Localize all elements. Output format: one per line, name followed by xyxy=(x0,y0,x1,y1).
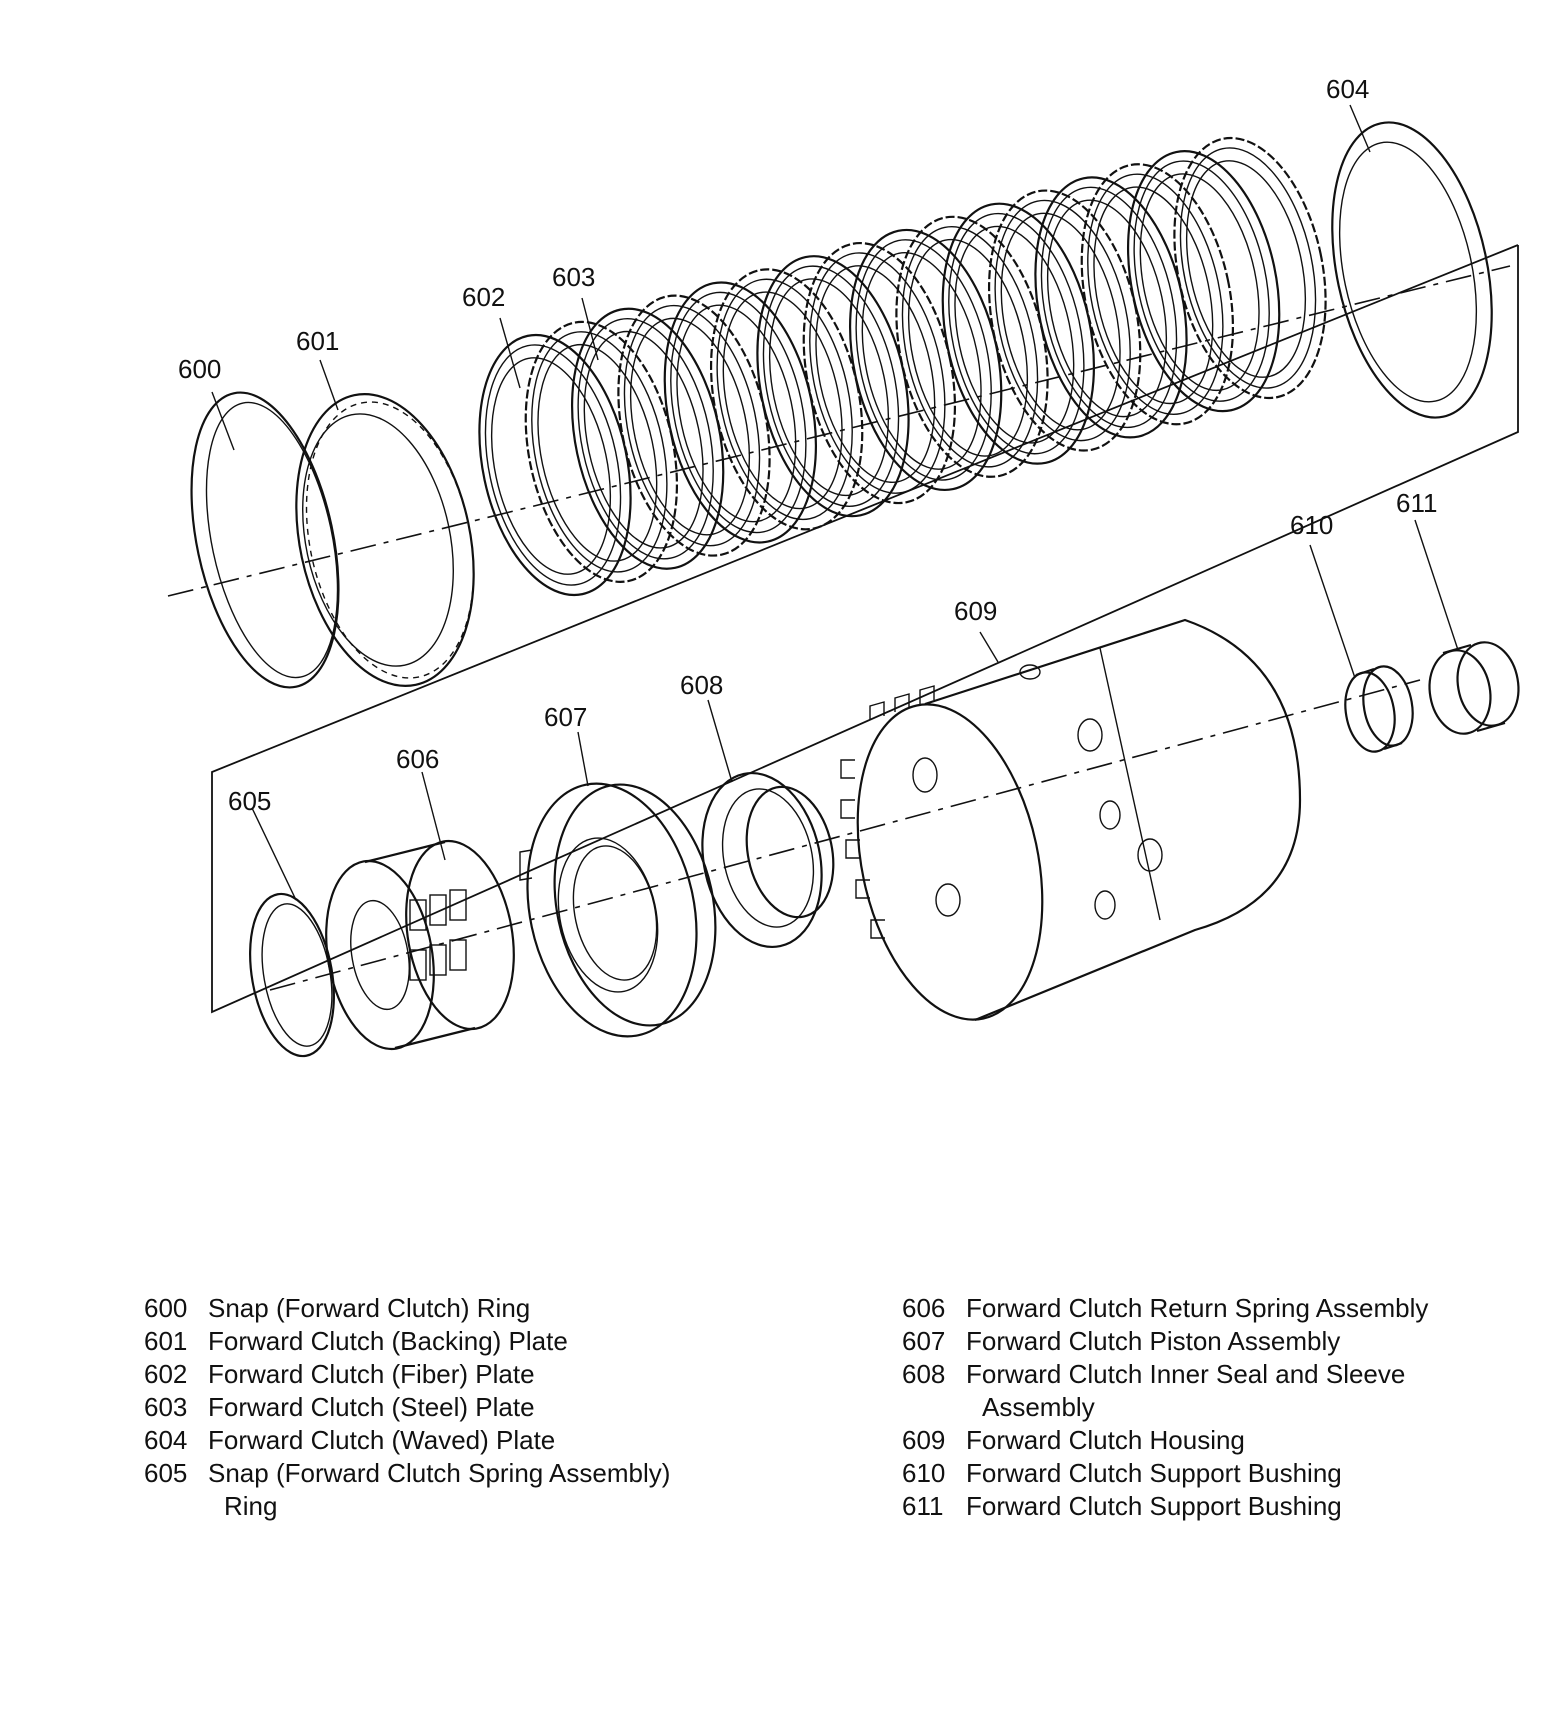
legend-description-continuation: Ring xyxy=(224,1491,278,1521)
legend-item-607: 607 Forward Clutch Piston Assembly xyxy=(902,1325,1542,1358)
legend-item-608: 608 Forward Clutch Inner Seal and Sleeve… xyxy=(902,1358,1542,1424)
legend-number: 601 xyxy=(144,1326,188,1356)
legend-description: Forward Clutch Housing xyxy=(966,1425,1245,1455)
legend-description: Forward Clutch Return Spring Assembly xyxy=(966,1293,1429,1323)
legend-number: 609 xyxy=(902,1425,946,1455)
legend-number: 608 xyxy=(902,1359,946,1389)
upper-center-axis xyxy=(167,265,1511,597)
fiber-plate xyxy=(1126,150,1281,413)
steel-plate xyxy=(1080,163,1235,426)
legend-item-609: 609 Forward Clutch Housing xyxy=(902,1424,1542,1457)
exploded-view-diagram: 600 601 602 603 604 605 606 607 608 609 … xyxy=(167,74,1520,1058)
callout-602: 602 xyxy=(462,282,505,312)
legend-item-606: 606 Forward Clutch Return Spring Assembl… xyxy=(902,1292,1542,1325)
legend-description: Forward Clutch (Steel) Plate xyxy=(208,1392,535,1422)
legend-description: Forward Clutch (Fiber) Plate xyxy=(208,1359,535,1389)
part-611-support-bushing xyxy=(1428,641,1520,735)
legend-description: Snap (Forward Clutch Spring Assembly) xyxy=(208,1458,671,1488)
legend-number: 604 xyxy=(144,1425,188,1455)
fiber-plate xyxy=(478,333,632,597)
legend-description: Forward Clutch Support Bushing xyxy=(966,1458,1342,1488)
callout-606: 606 xyxy=(396,744,439,774)
legend-number: 607 xyxy=(902,1326,946,1356)
lower-center-axis xyxy=(269,679,1421,991)
callout-601: 601 xyxy=(296,326,339,356)
legend-item-601: 601 Forward Clutch (Backing) Plate xyxy=(144,1325,844,1358)
legend-description: Snap (Forward Clutch) Ring xyxy=(208,1293,531,1323)
leader-lines xyxy=(211,104,1459,901)
callout-609: 609 xyxy=(954,596,997,626)
legend-number: 602 xyxy=(144,1359,188,1389)
legend-description: Forward Clutch Piston Assembly xyxy=(966,1326,1341,1356)
callout-610: 610 xyxy=(1290,510,1333,540)
callout-605: 605 xyxy=(228,786,271,816)
steel-plate xyxy=(895,215,1049,478)
legend-description: Forward Clutch Inner Seal and Sleeve xyxy=(966,1359,1406,1389)
legend-description: Forward Clutch (Waved) Plate xyxy=(208,1425,556,1455)
legend-number: 611 xyxy=(902,1491,944,1521)
callout-600: 600 xyxy=(178,354,221,384)
legend-number: 603 xyxy=(144,1392,188,1422)
legend-item-604: 604 Forward Clutch (Waved) Plate xyxy=(144,1424,844,1457)
callout-611: 611 xyxy=(1396,488,1437,518)
fiber-plate xyxy=(570,307,725,570)
fiber-plate xyxy=(663,281,818,544)
fiber-plate xyxy=(1034,176,1188,439)
legend-item-605: 605 Snap (Forward Clutch Spring Assembly… xyxy=(144,1457,844,1523)
legend-left-column: 600 Snap (Forward Clutch) Ring 601 Forwa… xyxy=(144,1292,844,1523)
fiber-plate xyxy=(756,255,910,518)
legend-item-610: 610 Forward Clutch Support Bushing xyxy=(902,1457,1542,1490)
fiber-plate xyxy=(941,202,1096,465)
callout-603: 603 xyxy=(552,262,595,292)
legend-item-603: 603 Forward Clutch (Steel) Plate xyxy=(144,1391,844,1424)
legend-description: Forward Clutch Support Bushing xyxy=(966,1491,1342,1521)
part-607-piston-assembly xyxy=(519,782,717,1038)
callout-607: 607 xyxy=(544,702,587,732)
fiber-plate xyxy=(848,228,1003,492)
steel-plate xyxy=(987,189,1142,452)
steel-plate xyxy=(1173,136,1327,400)
legend-item-600: 600 Snap (Forward Clutch) Ring xyxy=(144,1292,844,1325)
exploded-view-frame xyxy=(211,244,1519,1014)
part-610-support-bushing xyxy=(1344,665,1414,753)
steel-plate xyxy=(617,294,771,557)
legend-description-continuation: Assembly xyxy=(982,1392,1095,1422)
legend-number: 600 xyxy=(144,1293,188,1323)
legend-number: 610 xyxy=(902,1458,946,1488)
part-601-backing-plate xyxy=(295,393,475,687)
part-609-housing xyxy=(840,618,1302,1022)
steel-plate xyxy=(802,241,957,505)
callout-608: 608 xyxy=(680,670,723,700)
legend-description: Forward Clutch (Backing) Plate xyxy=(208,1326,568,1356)
part-606-return-spring-assembly xyxy=(325,839,515,1051)
steel-plate xyxy=(524,320,679,583)
callout-604: 604 xyxy=(1326,74,1369,104)
part-604-waved-plate xyxy=(1331,121,1493,419)
legend-right-column: 606 Forward Clutch Return Spring Assembl… xyxy=(902,1292,1542,1523)
clutch-plate-stack xyxy=(478,136,1327,597)
steel-plate xyxy=(709,268,864,531)
legend-number: 606 xyxy=(902,1293,946,1323)
part-605-snap-ring xyxy=(249,892,335,1058)
legend-item-611: 611 Forward Clutch Support Bushing xyxy=(902,1490,1542,1523)
part-608-inner-seal-sleeve xyxy=(701,771,835,949)
legend-number: 605 xyxy=(144,1458,188,1488)
part-600-snap-ring xyxy=(190,391,340,689)
legend-item-602: 602 Forward Clutch (Fiber) Plate xyxy=(144,1358,844,1391)
